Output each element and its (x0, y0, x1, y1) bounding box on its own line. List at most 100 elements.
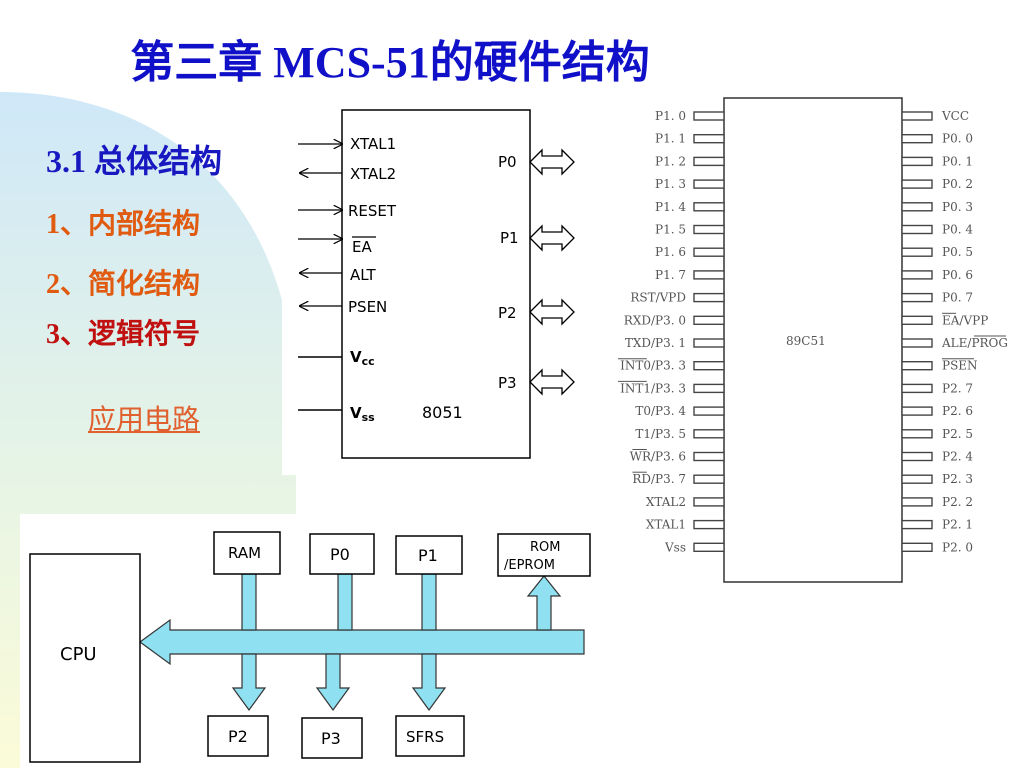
block-diagram: CPU RAM P0 P1 ROM /EPROM P2 P3 SFRS (20, 514, 600, 768)
left-pin-label: RD/P3. 7 (632, 472, 686, 486)
right-pin-label: PSEN (942, 359, 978, 373)
right-pin-p2-6: P2. 6 (901, 404, 973, 418)
left-pin-label: P1. 5 (655, 223, 686, 237)
sfrs-block (395, 715, 465, 757)
right-pin-ea-vpp: EA/VPP (901, 312, 988, 327)
left-pin-rxd-p3-0: RXD/P3. 0 (624, 313, 725, 327)
cpu-label: CPU (60, 644, 97, 665)
chip-body (341, 109, 531, 459)
left-pin-label: P1. 0 (655, 109, 686, 123)
right-pin-p0-6: P0. 6 (901, 268, 973, 282)
left-pin-label: P1. 1 (655, 132, 686, 146)
right-pin-p0-3: P0. 3 (901, 200, 973, 214)
left-pin-vss: Vss (664, 540, 725, 554)
cpu-block (29, 553, 141, 763)
left-pin-t1-p3-5: T1/P3. 5 (635, 427, 725, 441)
p1-block-label: P1 (418, 546, 438, 565)
bus-arrow-p3 (315, 653, 351, 712)
right-pin-p0-0: P0. 0 (901, 132, 973, 146)
pin-label-alt: ALT (350, 266, 377, 284)
p3-block (301, 717, 363, 759)
left-pin-label: P1. 7 (655, 268, 686, 282)
slide-title: 第三章 MCS-51的硬件结构 (130, 38, 650, 87)
left-pin-wr-p3-6: WR/P3. 6 (630, 449, 725, 464)
right-pin-label: P2. 4 (942, 450, 973, 464)
left-pin-p1-7: P1. 7 (655, 268, 725, 282)
right-pin-label: P0. 5 (942, 245, 973, 259)
right-pin-label: P2. 3 (942, 472, 973, 486)
pin-label-ea: EA (352, 238, 372, 256)
right-pin-label: P0. 6 (942, 268, 973, 282)
left-pin-label: XTAL2 (646, 495, 686, 509)
p0-block-label: P0 (330, 545, 350, 564)
port-label-p2: P2 (498, 304, 517, 322)
application-circuit-link[interactable]: 应用电路 (88, 405, 201, 436)
right-pin-p2-0: P2. 0 (901, 540, 973, 554)
left-pin-label: RST/VPD (630, 291, 686, 305)
bus-branch-p1 (421, 573, 437, 631)
main-bus-arrow (138, 618, 585, 666)
right-pin-vcc: VCC (901, 109, 969, 123)
eprom-label: /EPROM (504, 558, 555, 573)
chip-label-89c51: 89C51 (786, 334, 826, 348)
left-pin-t0-p3-4: T0/P3. 4 (635, 404, 725, 418)
port-label-p1: P1 (500, 229, 519, 247)
section-title: 3.1 总体结构 (46, 143, 223, 179)
right-pin-p2-4: P2. 4 (901, 450, 973, 464)
left-pin-p1-0: P1. 0 (655, 109, 725, 123)
right-pin-label: ALE/PROG (941, 336, 1008, 350)
pinout-diagram: 89C51 P1. 0 P1. 1 P1. 2 P1. 3 P1. 4 P1. 5 P1. … (618, 97, 1008, 583)
left-pin-p1-2: P1. 2 (655, 154, 725, 168)
list-item-simplified-structure: 2、简化结构 (46, 269, 201, 300)
pin-label-xtal1: XTAL1 (350, 135, 396, 153)
left-pin-label: T0/P3. 4 (635, 404, 686, 418)
right-pin-p2-1: P2. 1 (901, 518, 973, 532)
right-pin-label: P0. 0 (942, 132, 973, 146)
left-pin-txd-p3-1: TXD/P3. 1 (625, 336, 725, 350)
chip-label-8051: 8051 (422, 403, 463, 422)
bidirectional-arrow-p3 (529, 368, 575, 396)
left-pin-label: INT1/P3. 3 (620, 381, 686, 395)
left-pin-label: TXD/P3. 1 (625, 336, 686, 350)
left-pin-label: P1. 4 (655, 200, 686, 214)
pin-label-reset: RESET (348, 202, 397, 220)
right-pin-p0-1: P0. 1 (901, 154, 973, 168)
left-pin-xtal1: XTAL1 (646, 518, 725, 532)
right-pin-p2-2: P2. 2 (901, 495, 973, 509)
p3-block-label: P3 (321, 729, 341, 748)
left-pin-rd-p3-7: RD/P3. 7 (632, 471, 725, 486)
left-pin-p1-3: P1. 3 (655, 177, 725, 191)
left-pin-int0-p3-3: INT0/P3. 3 (618, 358, 725, 373)
chip-body-89c51 (723, 97, 903, 583)
rom-label: ROM (530, 540, 560, 555)
pin-label-xtal2: XTAL2 (350, 165, 396, 183)
left-pin-xtal2: XTAL2 (646, 495, 725, 509)
bus-arrow-p2 (231, 653, 267, 712)
right-pin-label: P0. 2 (942, 177, 973, 191)
right-pin-label: P2. 0 (942, 540, 973, 554)
right-pin-p2-5: P2. 5 (901, 427, 973, 441)
left-pin-label: Vss (664, 540, 686, 554)
p2-block-label: P2 (228, 727, 248, 746)
right-pin-p0-5: P0. 5 (901, 245, 973, 259)
right-pin-psen: PSEN (901, 358, 978, 373)
port-label-p0: P0 (498, 153, 517, 171)
right-pin-p0-2: P0. 2 (901, 177, 973, 191)
right-pin-label: VCC (941, 109, 969, 123)
right-pin-label: EA/VPP (942, 313, 988, 327)
right-pin-p2-7: P2. 7 (901, 381, 973, 395)
left-pin-label: P1. 3 (655, 177, 686, 191)
p0-block (309, 533, 375, 575)
right-pin-p0-7: P0. 7 (901, 291, 973, 305)
pin-label-psen: PSEN (348, 298, 387, 316)
right-pin-ale-prog: ALE/PROG (901, 335, 1008, 350)
ram-block (213, 531, 281, 575)
bidirectional-arrow-p2 (529, 298, 575, 326)
left-pin-label: INT0/P3. 3 (620, 359, 686, 373)
left-pin-p1-6: P1. 6 (655, 245, 725, 259)
left-pin-label: WR/P3. 6 (630, 450, 686, 464)
bus-arrow-sfrs (411, 653, 447, 712)
list-item-logic-symbol: 3、逻辑符号 (46, 319, 201, 350)
left-pin-label: XTAL1 (646, 518, 686, 532)
logic-symbol-diagram: XTAL1 XTAL2 RESET EA ALT PSEN Vcc Vss 80… (298, 109, 575, 459)
